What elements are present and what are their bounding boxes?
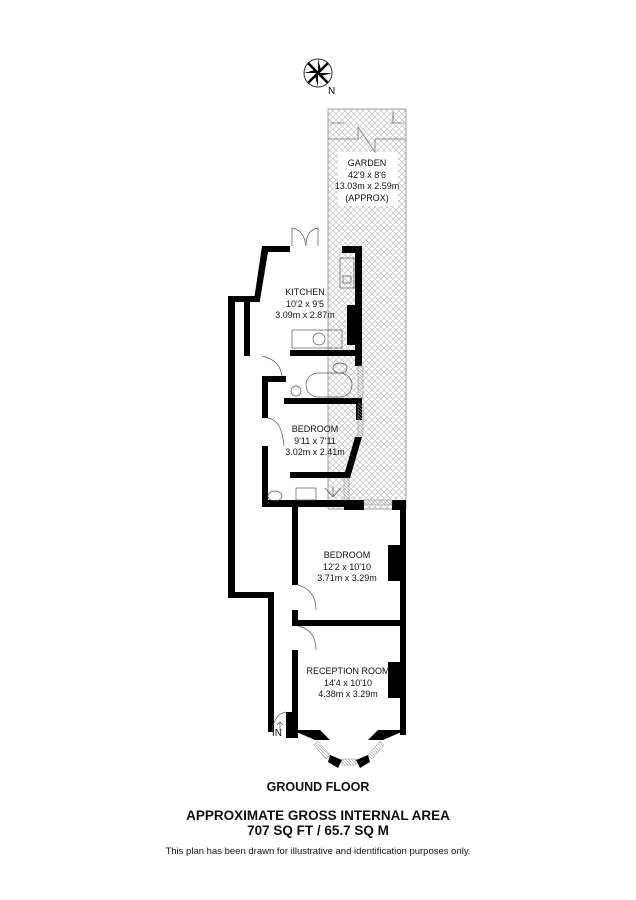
floor-title: GROUND FLOOR: [266, 780, 370, 794]
room-dim-imperial: 12'2 x 10'10: [323, 561, 371, 572]
compass-north-label: N: [328, 86, 336, 97]
compass-rose-icon: [303, 58, 333, 88]
disclaimer: This plan has been drawn for illustrativ…: [165, 846, 471, 857]
room-label-bedroom-2: BEDROOM 12'2 x 10'10 3.71m x 3.29m: [317, 550, 377, 585]
room-label-bedroom-1: BEDROOM 9'11 x 7'11 3.02m x 2.41m: [285, 424, 345, 459]
room-label-garden: GARDEN 42'9 x 8'6 13.03m x 2.59m (APPROX…: [335, 158, 400, 204]
room-note: (APPROX): [345, 192, 389, 203]
entrance-label: IN: [272, 728, 282, 739]
room-dim-imperial: 42'9 x 8'6: [348, 169, 386, 180]
garden-area: [327, 108, 407, 510]
room-dim-metric: 4.38m x 3.29m: [318, 689, 378, 699]
windows: [313, 365, 393, 766]
room-dim-imperial: 10'2 x 9'5: [286, 298, 324, 309]
room-label-reception: RECEPTION ROOM 14'4 x 10'10 4.38m x 3.29…: [306, 666, 389, 701]
area-title: APPROXIMATE GROSS INTERNAL AREA: [186, 808, 450, 823]
room-name: RECEPTION ROOM: [306, 666, 390, 676]
area-value: 707 SQ FT / 65.7 SQ M: [247, 823, 389, 838]
room-name: KITCHEN: [285, 287, 325, 297]
room-dim-imperial: 14'4 x 10'10: [324, 677, 372, 688]
room-dim-metric: 3.71m x 3.29m: [317, 573, 377, 583]
room-dim-metric: 13.03m x 2.59m: [334, 181, 400, 191]
room-dim-imperial: 9'11 x 7'11: [294, 435, 336, 446]
room-dim-metric: 3.09m x 2.87m: [275, 310, 335, 320]
room-label-kitchen: KITCHEN 10'2 x 9'5 3.09m x 2.87m: [275, 287, 335, 322]
room-name: BEDROOM: [323, 550, 371, 560]
room-name: BEDROOM: [291, 424, 339, 434]
fixtures: [261, 227, 355, 733]
room-dim-metric: 3.02m x 2.41m: [285, 447, 345, 457]
room-name: GARDEN: [347, 158, 387, 168]
